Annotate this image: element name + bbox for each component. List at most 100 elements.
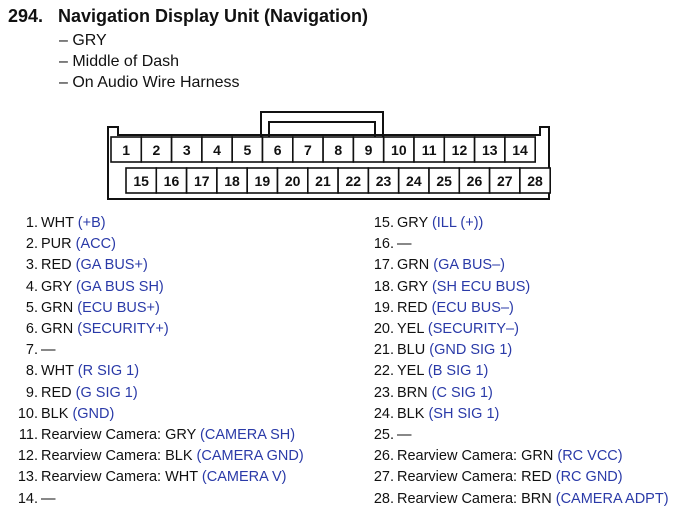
pin-number: 17. <box>373 257 394 274</box>
pin-function: (CAMERA ADPT) <box>555 490 669 507</box>
pin-function: (GA BUS+) <box>75 257 148 274</box>
pin-number: 12. <box>17 448 38 465</box>
pin-number: 6. <box>25 321 38 338</box>
wire-color: — <box>41 490 56 507</box>
wire-color: GRY <box>41 278 72 295</box>
pin-description: 18.GRY (SH ECU BUS) <box>364 277 669 298</box>
pin-function: (GA BUS SH) <box>75 278 164 295</box>
pin-number: 26. <box>373 448 394 465</box>
wire-color: BRN <box>397 384 428 401</box>
detail-harness: – On Audio Wire Harness <box>59 74 240 91</box>
pin-label: 22 <box>345 173 361 189</box>
pin-description: 21.BLU (GND SIG 1) <box>364 340 669 361</box>
wire-color: Rearview Camera: BRN <box>397 490 552 507</box>
wire-color: RED <box>41 257 72 274</box>
pin-function: (ACC) <box>75 236 116 253</box>
pin-label: 19 <box>255 173 271 189</box>
wire-color: BLK <box>397 405 425 422</box>
pin-label: 11 <box>422 142 437 158</box>
pin-number: 1. <box>25 215 38 231</box>
pin-description: 15.GRY (ILL (+)) <box>364 213 669 234</box>
pin-description: 11.Rearview Camera: GRY (CAMERA SH) <box>8 425 304 446</box>
pin-number: 11. <box>18 427 38 444</box>
pin-label: 4 <box>213 142 221 158</box>
pin-number: 16. <box>373 236 394 253</box>
wire-color: GRY <box>397 215 428 231</box>
pin-description: 24.BLK (SH SIG 1) <box>364 404 669 425</box>
pin-description: 25.— <box>364 425 669 446</box>
pin-description: 26.Rearview Camera: GRN (RC VCC) <box>364 446 669 467</box>
pin-function: (CAMERA V) <box>201 469 287 486</box>
pin-description: 5.GRN (ECU BUS+) <box>8 298 304 319</box>
wire-color: Rearview Camera: GRN <box>397 448 554 465</box>
pin-number: 14. <box>17 490 38 507</box>
pin-function: (SECURITY+) <box>77 321 169 338</box>
pin-description: 8.WHT (R SIG 1) <box>8 361 304 382</box>
pin-description: 22.YEL (B SIG 1) <box>364 361 669 382</box>
pin-description: 6.GRN (SECURITY+) <box>8 319 304 340</box>
pin-list-right: 15.GRY (ILL (+))16.—17.GRN (GA BUS–)18.G… <box>364 213 669 510</box>
wire-color: RED <box>41 384 72 401</box>
pin-cavity <box>216 167 248 194</box>
wire-color: BLK <box>41 405 69 422</box>
pin-number: 2. <box>25 236 38 253</box>
pin-cavity <box>519 167 552 194</box>
pin-number: 9. <box>25 384 38 401</box>
pin-function: (RC GND) <box>555 469 623 486</box>
pin-function: (GND SIG 1) <box>429 342 513 359</box>
pin-label: 21 <box>315 173 331 189</box>
pin-function: (SH ECU BUS) <box>431 278 531 295</box>
pin-description: 9.RED (G SIG 1) <box>8 383 304 404</box>
pin-cavity <box>201 136 233 163</box>
pin-number: 21. <box>373 342 394 359</box>
page-heading: 294.Navigation Display Unit (Navigation) <box>8 6 368 27</box>
pin-label: 18 <box>224 173 240 189</box>
pin-number: 4. <box>25 278 38 295</box>
wire-color: GRN <box>397 257 430 274</box>
pin-function: (C SIG 1) <box>431 384 493 401</box>
pin-description: 16.— <box>364 234 669 255</box>
pin-cavity <box>140 136 173 163</box>
pin-cavity <box>306 167 339 194</box>
pin-description: 2.PUR (ACC) <box>8 234 304 255</box>
pin-number: 25. <box>373 427 394 444</box>
section-number: 294. <box>8 6 44 26</box>
pin-function: (GA BUS–) <box>433 257 505 274</box>
pin-label: 9 <box>365 142 373 158</box>
pin-number: 28. <box>373 490 394 507</box>
pin-label: 24 <box>406 173 422 189</box>
pin-label: 17 <box>194 173 210 189</box>
pin-description: 28.Rearview Camera: BRN (CAMERA ADPT) <box>364 489 669 510</box>
wire-color: Rearview Camera: RED <box>397 469 552 486</box>
pin-label: 8 <box>334 142 342 158</box>
pin-function: (GND) <box>72 405 115 422</box>
pin-description: 7.— <box>8 340 304 361</box>
pin-label: 20 <box>285 173 301 189</box>
pin-number: 3. <box>25 257 38 274</box>
pin-number: 5. <box>25 299 38 316</box>
pin-label: 13 <box>482 142 498 158</box>
pin-description: 27.Rearview Camera: RED (RC GND) <box>364 467 669 488</box>
connector-details: – GRY – Middle of Dash – On Audio Wire H… <box>59 30 240 93</box>
pin-label: 14 <box>512 142 528 158</box>
pin-cavity <box>125 167 158 194</box>
pin-cavity <box>504 136 536 163</box>
pin-label: 28 <box>527 173 543 189</box>
pin-function: (B SIG 1) <box>427 363 489 380</box>
pin-label: 7 <box>304 142 312 158</box>
pin-number: 27. <box>373 469 394 486</box>
pin-description: 1.WHT (+B) <box>8 213 304 234</box>
pin-description: 10.BLK (GND) <box>8 404 304 425</box>
pin-description: 17.GRN (GA BUS–) <box>364 255 669 276</box>
pin-number: 20. <box>373 321 394 338</box>
pin-description: 20.YEL (SECURITY–) <box>364 319 669 340</box>
pin-label: 10 <box>391 142 407 158</box>
pin-description: 12.Rearview Camera: BLK (CAMERA GND) <box>8 446 304 467</box>
pin-label: 1 <box>122 142 130 158</box>
pin-label: 15 <box>133 173 149 189</box>
pin-description: 13.Rearview Camera: WHT (CAMERA V) <box>8 467 304 488</box>
pin-label: 27 <box>497 173 513 189</box>
wire-color: GRN <box>41 321 74 338</box>
pin-list-left: 1.WHT (+B)2.PUR (ACC)3.RED (GA BUS+)4.GR… <box>8 213 304 510</box>
